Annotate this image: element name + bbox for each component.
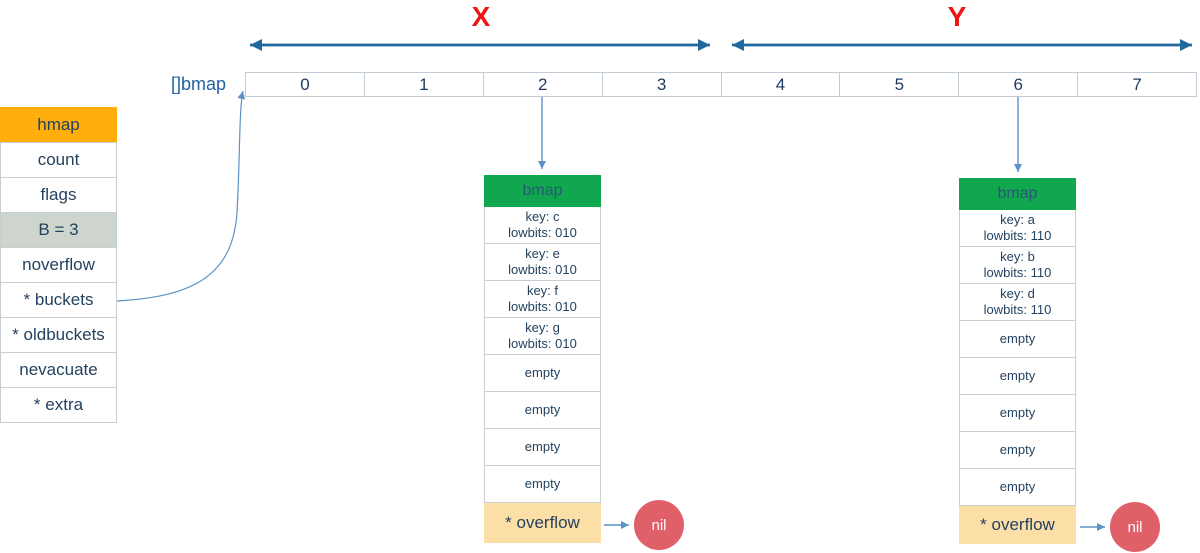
array-cell-4: 4 (720, 73, 840, 96)
array-cell-7: 7 (1077, 73, 1196, 96)
slot-key: key: f (526, 283, 559, 298)
hmap-row-oldbuckets: * oldbuckets (0, 317, 117, 353)
bucket-2-nil: nil (634, 500, 684, 550)
slot-empty: empty (524, 476, 561, 491)
slot-empty: empty (999, 442, 1036, 457)
hmap-row-noverflow: noverflow (0, 247, 117, 283)
slot-empty: empty (524, 439, 561, 454)
slot-key: key: b (1000, 249, 1035, 264)
bucket-2-slot-7: empty (484, 466, 601, 503)
bucket-2-overflow: * overflow (484, 503, 601, 543)
buckets-pointer-curve (116, 90, 246, 302)
bucket-2-slot-0: key: c lowbits: 010 (484, 207, 601, 244)
bucket-6-slot-3: empty (959, 321, 1076, 358)
bmap-array: 0 1 2 3 4 5 6 7 (245, 72, 1197, 97)
hmap-row-flags: flags (0, 177, 117, 213)
bucket-6-slot-0: key: a lowbits: 110 (959, 210, 1076, 247)
hmap-row-nevacuate: nevacuate (0, 352, 117, 388)
slot-lowbits: lowbits: 010 (508, 299, 577, 314)
bucket-2: bmap key: c lowbits: 010 key: e lowbits:… (484, 175, 601, 543)
bucket-6-slot-4: empty (959, 358, 1076, 395)
slot-lowbits: lowbits: 110 (983, 302, 1052, 317)
slot-empty: empty (999, 331, 1036, 346)
x-region-label: X (471, 1, 491, 32)
hmap-row-b: B = 3 (0, 212, 117, 248)
slot-key: key: g (525, 320, 560, 335)
slot-lowbits: lowbits: 010 (508, 225, 577, 240)
bmap-array-label: []bmap (170, 74, 226, 94)
array-cell-3: 3 (601, 73, 721, 96)
array-cell-6: 6 (958, 73, 1077, 96)
bucket-6-slot-2: key: d lowbits: 110 (959, 284, 1076, 321)
slot-empty: empty (999, 479, 1036, 494)
slot-empty: empty (999, 368, 1036, 383)
bucket-6-slot-1: key: b lowbits: 110 (959, 247, 1076, 284)
slot-key: key: e (525, 246, 560, 261)
hmap-title: hmap (0, 107, 117, 143)
bucket-6-slot-5: empty (959, 395, 1076, 432)
array-cell-1: 1 (363, 73, 483, 96)
bucket-2-slot-2: key: f lowbits: 010 (484, 281, 601, 318)
slot-empty: empty (999, 405, 1036, 420)
array-cell-0: 0 (300, 74, 310, 94)
slot-lowbits: lowbits: 110 (983, 228, 1052, 243)
array-cell-5: 5 (839, 73, 958, 96)
bucket-2-slot-6: empty (484, 429, 601, 466)
slot-key: key: c (525, 209, 560, 224)
slot-key: key: a (1000, 212, 1035, 227)
hmap-row-extra: * extra (0, 387, 117, 423)
bucket-2-title: bmap (484, 175, 601, 207)
bucket-6: bmap key: a lowbits: 110 key: b lowbits:… (959, 178, 1076, 544)
bucket-2-slot-3: key: g lowbits: 010 (484, 318, 601, 355)
hmap-struct: hmap count flags B = 3 noverflow * bucke… (0, 107, 117, 423)
slot-lowbits: lowbits: 110 (983, 265, 1052, 280)
hmap-row-count: count (0, 142, 117, 178)
slot-lowbits: lowbits: 010 (508, 336, 577, 351)
bucket-6-overflow: * overflow (959, 506, 1076, 544)
slot-key: key: d (1000, 286, 1035, 301)
bucket-6-slot-6: empty (959, 432, 1076, 469)
bucket-2-slot-1: key: e lowbits: 010 (484, 244, 601, 281)
bucket-2-slot-5: empty (484, 392, 601, 429)
slot-empty: empty (524, 402, 561, 417)
slot-lowbits: lowbits: 010 (508, 262, 577, 277)
bucket-6-nil: nil (1110, 502, 1160, 552)
hmap-row-buckets: * buckets (0, 282, 117, 318)
array-cell-2: 2 (482, 73, 602, 96)
slot-empty: empty (524, 365, 561, 380)
bucket-6-slot-7: empty (959, 469, 1076, 506)
bucket-6-title: bmap (959, 178, 1076, 210)
bucket-2-slot-4: empty (484, 355, 601, 392)
y-region-label: Y (947, 1, 967, 32)
